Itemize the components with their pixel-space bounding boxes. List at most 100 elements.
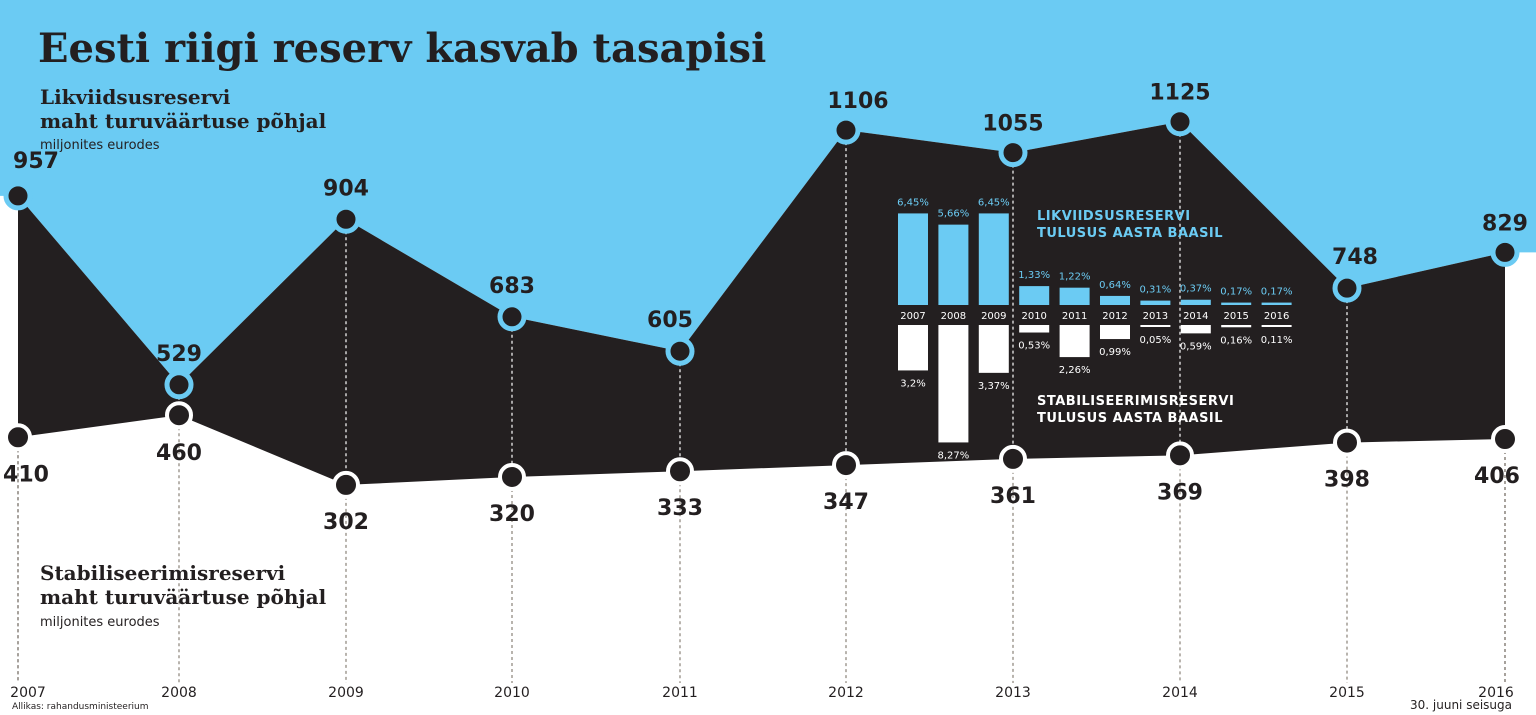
liquidity-value-label: 529 [156, 342, 202, 367]
stabilization-yield-bar [1059, 325, 1090, 358]
liquidity-point-2016 [1490, 237, 1520, 267]
stabilization-point-2011 [666, 457, 694, 486]
x-axis-tick-label: 2011 [662, 685, 698, 701]
liquidity-area-sky [0, 0, 1536, 385]
stabilization-value-label: 406 [1474, 464, 1520, 489]
liquidity-point-2012 [831, 115, 861, 145]
stabilization-value-label: 333 [657, 496, 703, 521]
inset-year-label: 2010 [1021, 311, 1046, 322]
liquidity-yield-bar [1019, 286, 1050, 305]
stabilization-yield-bar [938, 325, 969, 443]
inset-year-label: 2015 [1223, 311, 1248, 322]
stabilization-point-2014 [1166, 441, 1194, 470]
bottom-label-line2: maht turuväärtuse põhjal [40, 585, 327, 609]
stabilization-value-label: 369 [1157, 480, 1203, 505]
x-axis-tick-label: 2009 [328, 685, 364, 701]
liquidity-yield-label: 5,66% [938, 209, 970, 220]
liquidity-value-label: 1106 [827, 89, 888, 114]
x-axis-tick-label: 2008 [161, 685, 197, 701]
stabilization-yield-label: 0,16% [1220, 335, 1252, 346]
liquidity-yield-bar [1221, 302, 1252, 305]
stabilization-yield-bar [898, 325, 928, 371]
stabilization-value-label: 302 [323, 510, 369, 535]
liquidity-yield-label: 0,64% [1099, 280, 1131, 291]
liquidity-yield-bar [1100, 295, 1130, 305]
stabilization-point-2015 [1333, 428, 1361, 457]
inset-year-label: 2008 [941, 311, 966, 322]
stabilization-yield-bar [1221, 325, 1252, 328]
as-of-note: 30. juuni seisuga [1410, 698, 1512, 712]
liquidity-yield-bar [938, 224, 969, 305]
stabilization-value-label: 460 [156, 441, 202, 466]
liquidity-yield-bar [1140, 300, 1171, 305]
stabilization-point-2016 [1491, 425, 1519, 454]
liquidity-yield-bar [1059, 287, 1090, 305]
stabilization-yield-label: 0,11% [1261, 335, 1293, 346]
liquidity-yield-label: 0,31% [1140, 285, 1172, 296]
liquidity-point-2015 [1332, 273, 1362, 303]
liquidity-yield-bar [1261, 302, 1292, 305]
liquidity-yield-label: 1,33% [1018, 270, 1050, 281]
stabilization-yield-bar [978, 325, 1009, 373]
stabilization-yield-label: 0,99% [1099, 347, 1131, 358]
liquidity-yield-label: 0,17% [1261, 287, 1293, 298]
stabilization-yield-label: 0,59% [1180, 341, 1212, 352]
x-axis-tick-label: 2012 [828, 685, 864, 701]
top-label-line1: Likviidsusreservi [40, 85, 231, 109]
chart-title: Eesti riigi reserv kasvab tasapisi [38, 25, 766, 72]
bottom-label-line1: Stabiliseerimisreservi [40, 561, 286, 585]
liquidity-yield-bar [1180, 299, 1211, 305]
stabilization-point-2012 [832, 451, 860, 480]
stabilization-value-label: 398 [1324, 468, 1370, 493]
liquidity-value-label: 1055 [982, 112, 1043, 137]
liquidity-yield-label: 0,37% [1180, 284, 1212, 295]
stabilization-yield-label: 0,53% [1018, 341, 1050, 352]
liquidity-point-2011 [665, 336, 695, 366]
liquidity-yield-bar [898, 213, 928, 305]
inset-legend-label: STABILISEERIMISRESERVI [1037, 394, 1234, 409]
stabilization-yield-bar [1140, 325, 1171, 327]
inset-legend-label: LIKVIIDSUSRESERVI [1037, 209, 1191, 224]
stabilization-yield-label: 8,27% [938, 450, 970, 461]
liquidity-value-label: 605 [647, 308, 693, 333]
stabilization-value-label: 347 [823, 490, 869, 515]
stabilization-yield-label: 2,26% [1059, 365, 1091, 376]
inset-year-label: 2011 [1062, 311, 1087, 322]
liquidity-value-label: 748 [1332, 245, 1378, 270]
inset-year-label: 2012 [1102, 311, 1127, 322]
top-label-line2: maht turuväärtuse põhjal [40, 109, 327, 133]
x-axis-tick-label: 2007 [10, 685, 46, 701]
inset-year-label: 2014 [1183, 311, 1208, 322]
stabilization-point-2013 [999, 444, 1027, 473]
stabilization-yield-bar [1261, 325, 1292, 327]
stabilization-yield-bar [1100, 325, 1130, 340]
liquidity-point-2013 [998, 138, 1028, 168]
stabilization-yield-label: 3,2% [900, 378, 925, 389]
stabilization-value-label: 320 [489, 502, 535, 527]
inset-year-label: 2013 [1143, 311, 1168, 322]
inset-legend-label: TULUSUS AASTA BAASIL [1037, 411, 1223, 426]
liquidity-point-2014 [1165, 107, 1195, 137]
liquidity-point-2010 [497, 302, 527, 332]
inset-year-label: 2007 [900, 311, 925, 322]
liquidity-yield-label: 1,22% [1059, 272, 1091, 283]
bottom-label-unit: miljonites eurodes [40, 615, 160, 630]
liquidity-yield-label: 0,17% [1220, 287, 1252, 298]
liquidity-value-label: 1125 [1149, 81, 1210, 106]
inset-year-label: 2016 [1264, 311, 1289, 322]
stabilization-point-2007 [4, 423, 32, 452]
inset-year-label: 2009 [981, 311, 1006, 322]
stabilization-yield-label: 0,05% [1140, 335, 1172, 346]
liquidity-yield-bar [978, 213, 1009, 305]
x-axis-tick-label: 2010 [494, 685, 530, 701]
liquidity-value-label: 829 [1482, 211, 1528, 236]
stabilization-value-label: 361 [990, 484, 1036, 509]
liquidity-value-label: 957 [13, 149, 59, 174]
liquidity-value-label: 904 [323, 176, 369, 201]
stabilization-point-2009 [332, 470, 360, 499]
liquidity-yield-label: 6,45% [978, 197, 1010, 208]
x-axis-tick-label: 2014 [1162, 685, 1198, 701]
stabilization-yield-label: 3,37% [978, 381, 1010, 392]
